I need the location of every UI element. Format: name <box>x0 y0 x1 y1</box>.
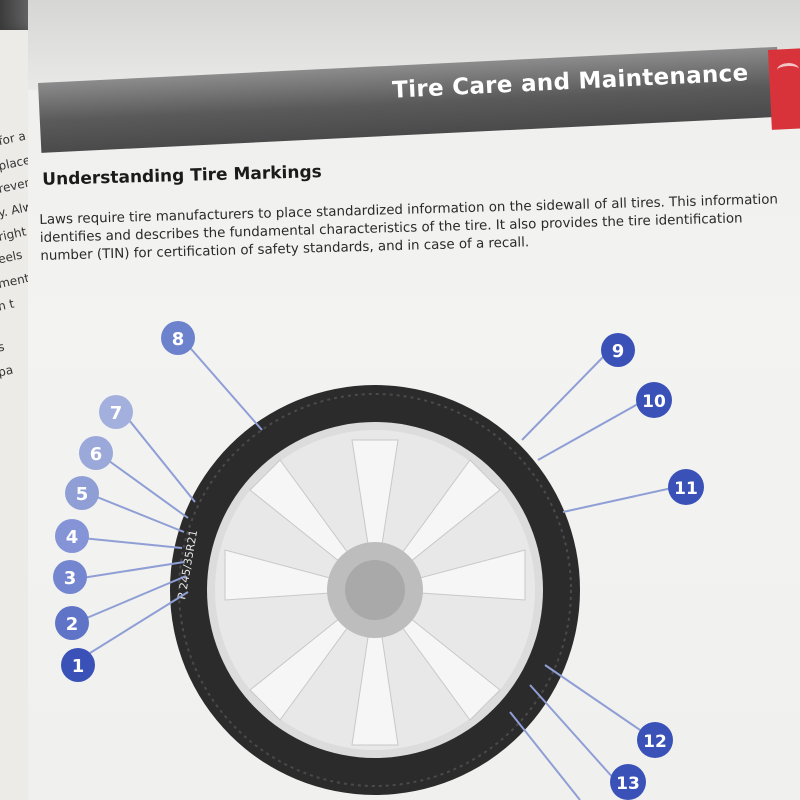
callout-label: 11 <box>674 479 698 499</box>
header-title: Tire Care and Maintenance <box>391 60 750 104</box>
callout-label: 2 <box>66 614 79 635</box>
callout-leader-lines <box>81 341 673 800</box>
callout-9: 9 <box>601 333 635 367</box>
center-cap <box>345 560 405 620</box>
callout-label: 9 <box>612 341 625 362</box>
callout-12: 12 <box>637 722 673 758</box>
callout-label: 8 <box>172 329 185 350</box>
callout-markers: 1 2 3 4 5 6 7 8 <box>53 321 704 800</box>
intro-paragraph: Laws require tire manufacturers to place… <box>39 192 779 264</box>
callout-label: 10 <box>642 392 666 412</box>
tire-markings-diagram: P 245/35R21 1 2 3 4 <box>53 321 704 800</box>
callout-11: 11 <box>668 469 704 505</box>
callout-13: 13 <box>610 764 646 800</box>
callout-8: 8 <box>161 321 195 355</box>
callout-4: 4 <box>55 519 89 553</box>
left-page-text: eels <box>0 247 24 267</box>
callout-1: 1 <box>61 648 95 682</box>
callout-5: 5 <box>65 476 99 510</box>
callout-10: 10 <box>636 382 672 418</box>
callout-label: 5 <box>76 484 89 505</box>
callout-label: 1 <box>72 656 85 677</box>
callout-label: 4 <box>66 527 79 548</box>
callout-label: 13 <box>616 774 640 794</box>
left-page-text: ment <box>0 270 31 292</box>
callout-7: 7 <box>99 395 133 429</box>
tire-tread-texture <box>178 393 572 787</box>
callout-3: 3 <box>53 560 87 594</box>
section-title: Understanding Tire Markings <box>41 162 322 190</box>
brand-logo-icon <box>776 62 800 77</box>
callout-label: 6 <box>90 444 103 465</box>
callout-label: 3 <box>64 568 77 589</box>
chapter-tab <box>768 48 800 130</box>
callout-6: 6 <box>79 436 113 470</box>
callout-label: 7 <box>110 403 123 424</box>
callout-label: 12 <box>643 732 667 752</box>
callout-2: 2 <box>55 606 89 640</box>
page-content: Understanding Tire Markings Laws require… <box>38 149 790 266</box>
